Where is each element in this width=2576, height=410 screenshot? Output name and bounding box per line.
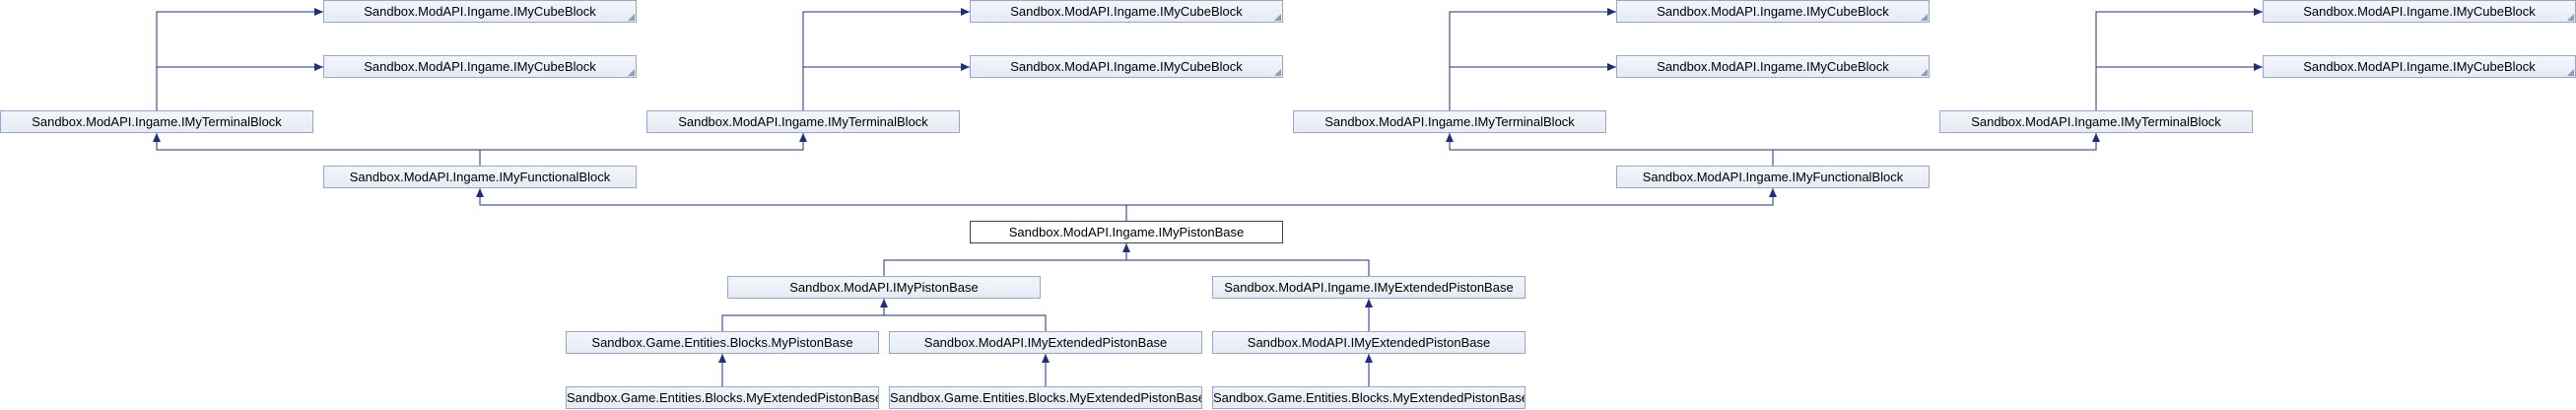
node-label: Sandbox.ModAPI.Ingame.IMyTerminalBlock (1324, 114, 1575, 129)
node-label: Sandbox.ModAPI.Ingame.IMyExtendedPistonB… (1224, 280, 1514, 295)
class-node-myextendedpistonbase[interactable]: Sandbox.Game.Entities.Blocks.MyExtendedP… (889, 386, 1202, 409)
node-label: Sandbox.ModAPI.Ingame.IMyTerminalBlock (1971, 114, 2221, 129)
edge-x1-m1 (884, 314, 1047, 331)
class-node-imyterminalblock[interactable]: Sandbox.ModAPI.Ingame.IMyTerminalBlock (1293, 110, 1606, 133)
truncated-corner-icon (1921, 14, 1928, 21)
class-node-myextendedpistonbase[interactable]: Sandbox.Game.Entities.Blocks.MyExtendedP… (566, 386, 879, 409)
edge-f1-t1 (153, 133, 481, 166)
node-label: Sandbox.ModAPI.Ingame.IMyCubeBlock (364, 4, 596, 19)
class-node-imyfunctionalblock[interactable]: Sandbox.ModAPI.Ingame.IMyFunctionalBlock (323, 166, 637, 188)
node-label: Sandbox.ModAPI.Ingame.IMyCubeBlock (364, 59, 596, 74)
edge-t3-c5 (1449, 8, 1616, 110)
node-label: Sandbox.ModAPI.Ingame.IMyTerminalBlock (678, 114, 928, 129)
node-label: Sandbox.ModAPI.Ingame.IMyCubeBlock (1657, 4, 1889, 19)
class-node-modapi-imyextendedpistonbase[interactable]: Sandbox.ModAPI.IMyExtendedPistonBase (1212, 331, 1525, 354)
edge-f2-t3 (1446, 133, 1774, 166)
class-node-imyfunctionalblock[interactable]: Sandbox.ModAPI.Ingame.IMyFunctionalBlock (1616, 166, 1930, 188)
node-label: Sandbox.ModAPI.IMyPistonBase (789, 280, 979, 295)
edge-m1-p0 (883, 243, 1130, 276)
truncated-corner-icon (1921, 69, 1928, 76)
class-node-imycubeblock[interactable]: Sandbox.ModAPI.Ingame.IMyCubeBlock (1616, 0, 1930, 23)
node-label: Sandbox.ModAPI.IMyExtendedPistonBase (1247, 335, 1491, 350)
node-label: Sandbox.ModAPI.Ingame.IMyCubeBlock (1010, 59, 1243, 74)
class-node-modapi-imyextendedpistonbase[interactable]: Sandbox.ModAPI.IMyExtendedPistonBase (889, 331, 1202, 354)
truncated-corner-icon (628, 69, 635, 76)
edge-g1-m1 (721, 299, 888, 331)
class-node-imycubeblock[interactable]: Sandbox.ModAPI.Ingame.IMyCubeBlock (323, 0, 637, 23)
class-node-imypistonbase-ingame-current: Sandbox.ModAPI.Ingame.IMyPistonBase (970, 221, 1283, 243)
edge-f1-t2 (480, 133, 807, 151)
node-label: Sandbox.Game.Entities.Blocks.MyExtendedP… (567, 390, 879, 405)
truncated-corner-icon (628, 14, 635, 21)
class-node-modapi-imypistonbase[interactable]: Sandbox.ModAPI.IMyPistonBase (727, 276, 1041, 299)
class-node-mypistonbase[interactable]: Sandbox.Game.Entities.Blocks.MyPistonBas… (566, 331, 879, 354)
class-node-ingame-imyextendedpistonbase[interactable]: Sandbox.ModAPI.Ingame.IMyExtendedPistonB… (1212, 276, 1525, 299)
node-label: Sandbox.ModAPI.Ingame.IMyCubeBlock (2303, 4, 2536, 19)
node-label: Sandbox.ModAPI.Ingame.IMyCubeBlock (1010, 4, 1243, 19)
node-label: Sandbox.ModAPI.IMyExtendedPistonBase (923, 335, 1168, 350)
class-node-imycubeblock[interactable]: Sandbox.ModAPI.Ingame.IMyCubeBlock (2263, 0, 2576, 23)
truncated-corner-icon (1274, 14, 1281, 21)
class-node-imycubeblock[interactable]: Sandbox.ModAPI.Ingame.IMyCubeBlock (2263, 55, 2576, 78)
node-label: Sandbox.ModAPI.Ingame.IMyFunctionalBlock (349, 170, 611, 184)
class-node-imyterminalblock[interactable]: Sandbox.ModAPI.Ingame.IMyTerminalBlock (1939, 110, 2253, 133)
edge-t4-c7 (2095, 8, 2263, 110)
truncated-corner-icon (2567, 14, 2574, 21)
edge-p0-f2 (1126, 188, 1777, 206)
class-node-imyterminalblock[interactable]: Sandbox.ModAPI.Ingame.IMyTerminalBlock (646, 110, 960, 133)
truncated-corner-icon (2567, 69, 2574, 76)
class-node-imycubeblock[interactable]: Sandbox.ModAPI.Ingame.IMyCubeBlock (1616, 55, 1930, 78)
node-label: Sandbox.ModAPI.Ingame.IMyCubeBlock (1657, 59, 1889, 74)
node-label: Sandbox.ModAPI.Ingame.IMyPistonBase (1008, 225, 1245, 239)
class-node-imycubeblock[interactable]: Sandbox.ModAPI.Ingame.IMyCubeBlock (970, 55, 1283, 78)
class-node-imycubeblock[interactable]: Sandbox.ModAPI.Ingame.IMyCubeBlock (323, 55, 637, 78)
class-node-imyterminalblock[interactable]: Sandbox.ModAPI.Ingame.IMyTerminalBlock (0, 110, 313, 133)
node-label: Sandbox.Game.Entities.Blocks.MyPistonBas… (591, 335, 853, 350)
class-node-myextendedpistonbase[interactable]: Sandbox.Game.Entities.Blocks.MyExtendedP… (1212, 386, 1525, 409)
node-label: Sandbox.ModAPI.Ingame.IMyTerminalBlock (32, 114, 282, 129)
truncated-corner-icon (1274, 69, 1281, 76)
edge-p0-f1 (476, 188, 1127, 221)
edge-t1-c1 (156, 8, 323, 110)
node-label: Sandbox.ModAPI.Ingame.IMyFunctionalBlock (1642, 170, 1904, 184)
edge-t2-c3 (802, 8, 970, 110)
class-node-imycubeblock[interactable]: Sandbox.ModAPI.Ingame.IMyCubeBlock (970, 0, 1283, 23)
edge-e1-p0 (1126, 259, 1370, 276)
edge-f2-t4 (1773, 133, 2100, 151)
node-label: Sandbox.ModAPI.Ingame.IMyCubeBlock (2303, 59, 2536, 74)
node-label: Sandbox.Game.Entities.Blocks.MyExtendedP… (890, 390, 1202, 405)
node-label: Sandbox.Game.Entities.Blocks.MyExtendedP… (1213, 390, 1525, 405)
